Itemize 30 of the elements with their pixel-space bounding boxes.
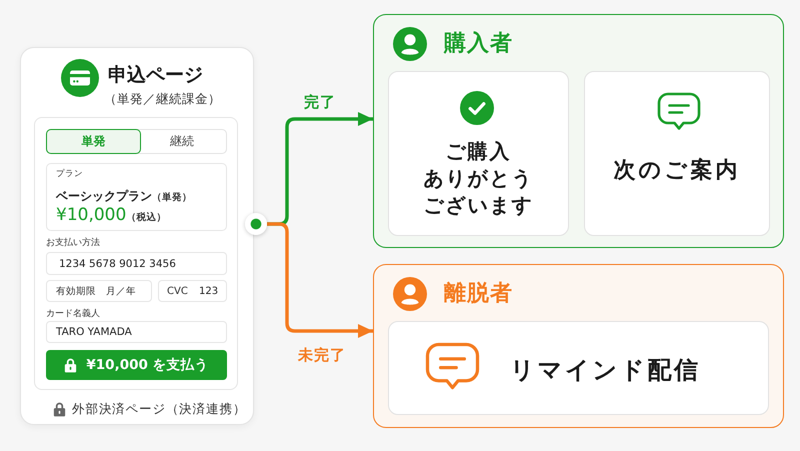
message-card — [388, 71, 569, 236]
page-subtitle: （単発／継続課金） — [104, 91, 221, 107]
field-label: CVC — [167, 286, 188, 298]
card-text: ご購入ありがとうございます — [422, 138, 534, 219]
group-panel — [373, 264, 784, 428]
group-title: 離脱者 — [444, 280, 513, 308]
input-field: TARO YAMADA — [46, 321, 227, 343]
page-title: 申込ページ — [108, 63, 203, 87]
arrow — [267, 222, 373, 338]
field-label: カード名義人 — [46, 308, 100, 320]
plan-note: （単発） — [152, 192, 192, 203]
footer-note: 外部決済ページ（決済連携） — [72, 401, 246, 417]
field-label: プラン — [56, 168, 83, 180]
card-text: 次のご案内 — [614, 157, 740, 185]
price: ¥10,000 — [56, 205, 126, 225]
pay-button: ¥10,000 を支払う — [46, 350, 227, 380]
field-label: お支払い方法 — [46, 237, 100, 249]
card-text: リマインド配信 — [510, 355, 700, 385]
message-card — [388, 321, 769, 415]
plan-name: ベーシックプラン — [56, 189, 152, 203]
group-title: 購入者 — [444, 30, 513, 58]
input-field: 1234 5678 9012 3456 — [46, 252, 227, 275]
message-card — [584, 71, 770, 236]
group-panel — [373, 14, 784, 248]
tax-note: （税込） — [126, 212, 166, 223]
page-card — [20, 47, 254, 425]
junction-dot — [245, 213, 267, 235]
tab-label: 継続 — [170, 134, 194, 149]
tab: 単発 — [46, 129, 141, 154]
field-label: 有効期限 — [56, 286, 96, 298]
